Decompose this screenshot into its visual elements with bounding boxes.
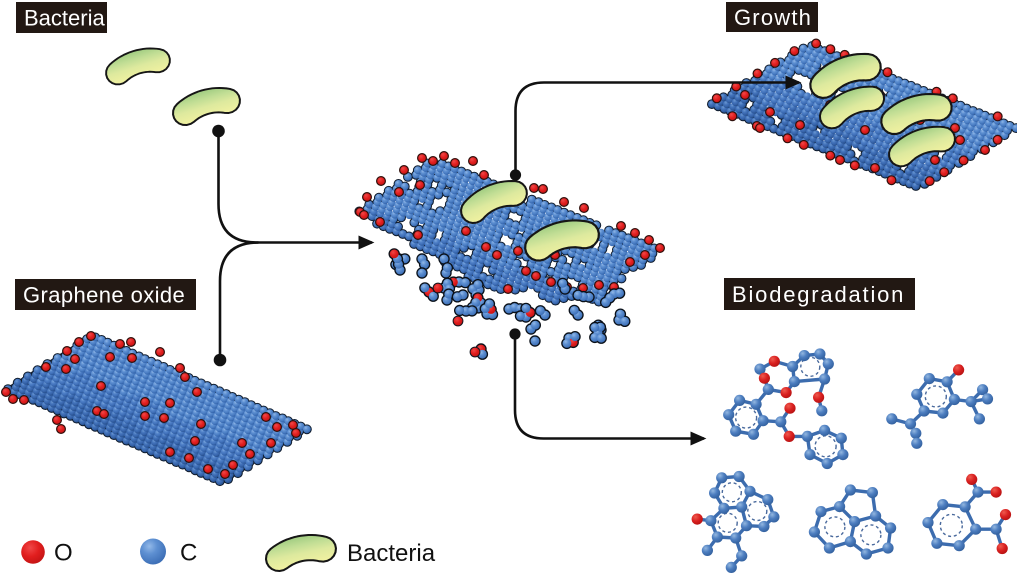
svg-text:C: C — [180, 540, 197, 567]
svg-text:O: O — [54, 540, 73, 567]
svg-text:Growth: Growth — [734, 5, 812, 30]
svg-text:Bacteria: Bacteria — [24, 5, 105, 30]
svg-text:Bacteria: Bacteria — [347, 540, 436, 567]
svg-text:Graphene oxide: Graphene oxide — [23, 282, 185, 307]
svg-text:Biodegradation: Biodegradation — [732, 282, 905, 307]
